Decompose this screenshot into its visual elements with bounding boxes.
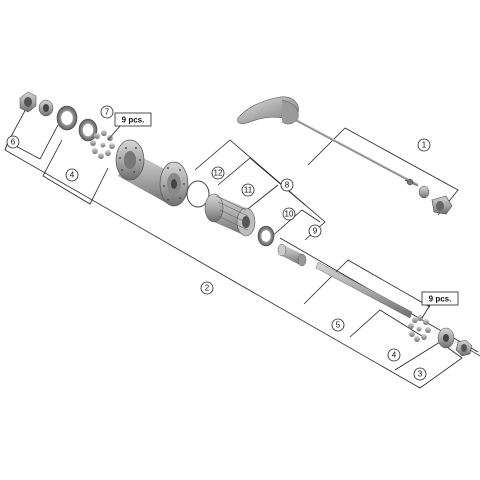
callout-7: 7 xyxy=(100,105,114,119)
svg-text:12: 12 xyxy=(214,169,223,178)
callout-2: 2 xyxy=(200,281,214,295)
callout-12: 12 xyxy=(211,166,225,180)
callout-4-left: 4 xyxy=(65,168,79,182)
svg-text:1: 1 xyxy=(422,141,427,150)
leader-lines xyxy=(4,106,479,389)
freehub-body xyxy=(204,193,256,237)
spacer-ring xyxy=(257,225,275,247)
svg-text:9 pcs.: 9 pcs. xyxy=(429,295,452,304)
callout-8: 8 xyxy=(280,178,294,192)
svg-text:2: 2 xyxy=(205,284,210,293)
svg-text:9: 9 xyxy=(313,227,318,236)
hub-body xyxy=(115,139,189,207)
callout-9: 9 xyxy=(308,224,322,238)
callouts: 1 2 3 4 4 5 6 7 8 9 10 11 12 xyxy=(6,105,431,381)
svg-text:4: 4 xyxy=(392,351,397,360)
o-ring xyxy=(186,180,210,208)
callout-5: 5 xyxy=(331,318,345,332)
callout-4-right: 4 xyxy=(387,348,401,362)
right-end-parts xyxy=(408,315,480,357)
hub-axle xyxy=(315,261,413,319)
pcs-label-right: 9 pcs. xyxy=(421,291,459,319)
svg-text:3: 3 xyxy=(418,370,423,379)
svg-text:9 pcs.: 9 pcs. xyxy=(122,116,145,125)
callout-3: 3 xyxy=(413,367,427,381)
pcs-label-left: 9 pcs. xyxy=(107,112,152,141)
cone-sleeve xyxy=(277,243,307,267)
callout-1: 1 xyxy=(417,138,431,152)
svg-text:5: 5 xyxy=(336,321,341,330)
callout-6: 6 xyxy=(6,135,20,149)
callout-11: 11 xyxy=(241,183,255,197)
svg-text:11: 11 xyxy=(244,186,253,195)
callout-10: 10 xyxy=(282,207,296,221)
svg-text:7: 7 xyxy=(105,108,110,117)
svg-text:6: 6 xyxy=(11,138,16,147)
svg-text:10: 10 xyxy=(285,210,294,219)
left-end-parts xyxy=(19,91,115,159)
quick-release-skewer xyxy=(237,96,453,215)
svg-text:8: 8 xyxy=(285,181,290,190)
svg-text:4: 4 xyxy=(70,171,75,180)
